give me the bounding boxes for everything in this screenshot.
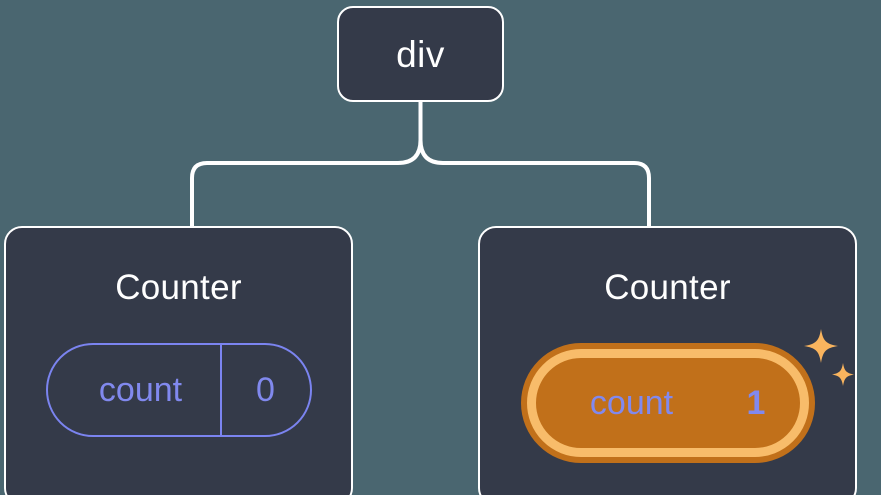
connector-to-right-child: [418, 139, 651, 228]
node-div[interactable]: div: [337, 6, 504, 102]
state-key-left: count: [98, 371, 183, 409]
node-counter-left-label: Counter: [115, 268, 242, 307]
connector-to-left-child: [190, 139, 423, 228]
node-counter-right[interactable]: Counter count 1: [478, 226, 857, 495]
state-pill-wrap-left: count 0: [6, 343, 351, 437]
sparkle-group: [803, 329, 854, 386]
node-counter-left[interactable]: Counter count 0: [4, 226, 353, 495]
state-pill-right-highlighted[interactable]: count 1: [520, 329, 854, 463]
state-value-left: 0: [219, 345, 310, 435]
state-pill-wrap-right: count 1: [480, 329, 855, 463]
sparkle-icon-large: [803, 329, 838, 363]
state-pill-left[interactable]: count 0: [45, 343, 312, 437]
state-pill-right-inner: count 1: [526, 349, 809, 457]
node-counter-right-label: Counter: [604, 268, 731, 307]
sparkle-icon-small: [831, 363, 854, 386]
state-value-right: 1: [709, 358, 800, 448]
state-key-right: count: [589, 384, 674, 422]
node-div-label: div: [396, 33, 445, 75]
